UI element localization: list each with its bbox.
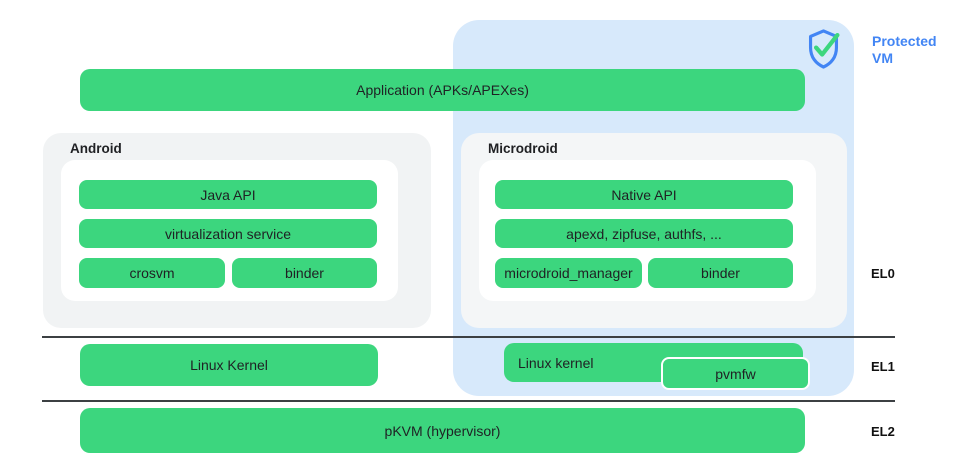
microdroid-binder-bar: binder bbox=[648, 258, 793, 288]
protected-vm-label-line1: Protected bbox=[872, 33, 937, 49]
host-linux-kernel-bar: Linux Kernel bbox=[80, 344, 378, 386]
microdroid-box-title: Microdroid bbox=[488, 141, 558, 156]
el2-label: EL2 bbox=[871, 424, 895, 439]
crosvm-bar: crosvm bbox=[79, 258, 225, 288]
android-binder-bar: binder bbox=[232, 258, 377, 288]
el1-el2-divider bbox=[42, 400, 895, 402]
el1-label: EL1 bbox=[871, 359, 895, 374]
android-box-title: Android bbox=[70, 141, 122, 156]
el0-el1-divider bbox=[42, 336, 895, 338]
microdroid-manager-bar: microdroid_manager bbox=[495, 258, 642, 288]
protected-vm-label-line2: VM bbox=[872, 50, 893, 66]
pvmfw-bar: pvmfw bbox=[661, 357, 810, 390]
native-api-bar: Native API bbox=[495, 180, 793, 209]
application-bar: Application (APKs/APEXes) bbox=[80, 69, 805, 111]
protected-vm-label: Protected VM bbox=[872, 33, 956, 67]
java-api-bar: Java API bbox=[79, 180, 377, 209]
pkvm-hypervisor-bar: pKVM (hypervisor) bbox=[80, 408, 805, 453]
apexd-zipfuse-authfs-bar: apexd, zipfuse, authfs, ... bbox=[495, 219, 793, 248]
shield-check-icon bbox=[808, 29, 840, 69]
el0-label: EL0 bbox=[871, 266, 895, 281]
virtualization-service-bar: virtualization service bbox=[79, 219, 377, 248]
